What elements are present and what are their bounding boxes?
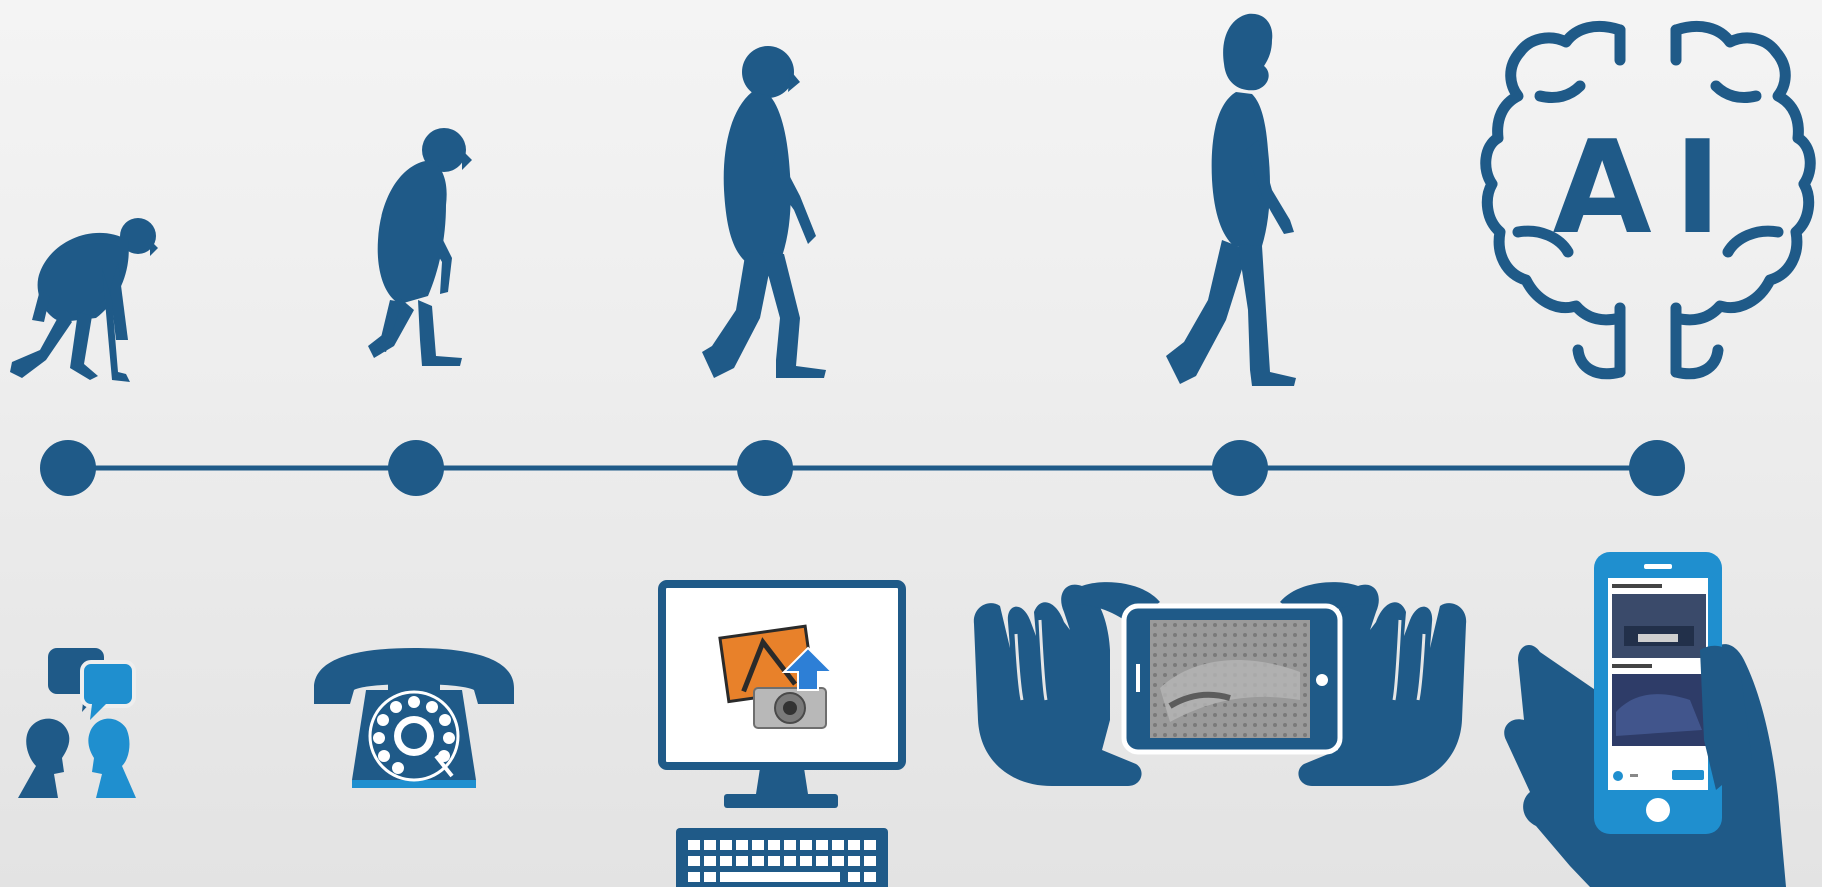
timeline [40, 440, 1685, 496]
ai-brain-icon [1480, 21, 1816, 380]
desktop-computer-icon [658, 580, 906, 887]
timeline-node-3 [737, 440, 793, 496]
upright-human-icon [1166, 13, 1296, 386]
stooped-primate-icon [368, 128, 472, 366]
timeline-node-4 [1212, 440, 1268, 496]
talking-heads-icon [18, 648, 136, 798]
hands-holding-tablet-icon [973, 582, 1467, 786]
ai-brain-label: AI [1553, 114, 1744, 263]
keyboard-icon [676, 828, 888, 887]
crouching-primate-icon [10, 218, 158, 382]
early-hominid-icon [702, 46, 826, 378]
timeline-node-5 [1629, 440, 1685, 496]
timeline-node-1 [40, 440, 96, 496]
photo-app-icon [718, 624, 835, 729]
timeline-node-2 [388, 440, 444, 496]
rotary-telephone-icon [314, 648, 514, 788]
hand-holding-smartphone-icon [1504, 552, 1786, 887]
